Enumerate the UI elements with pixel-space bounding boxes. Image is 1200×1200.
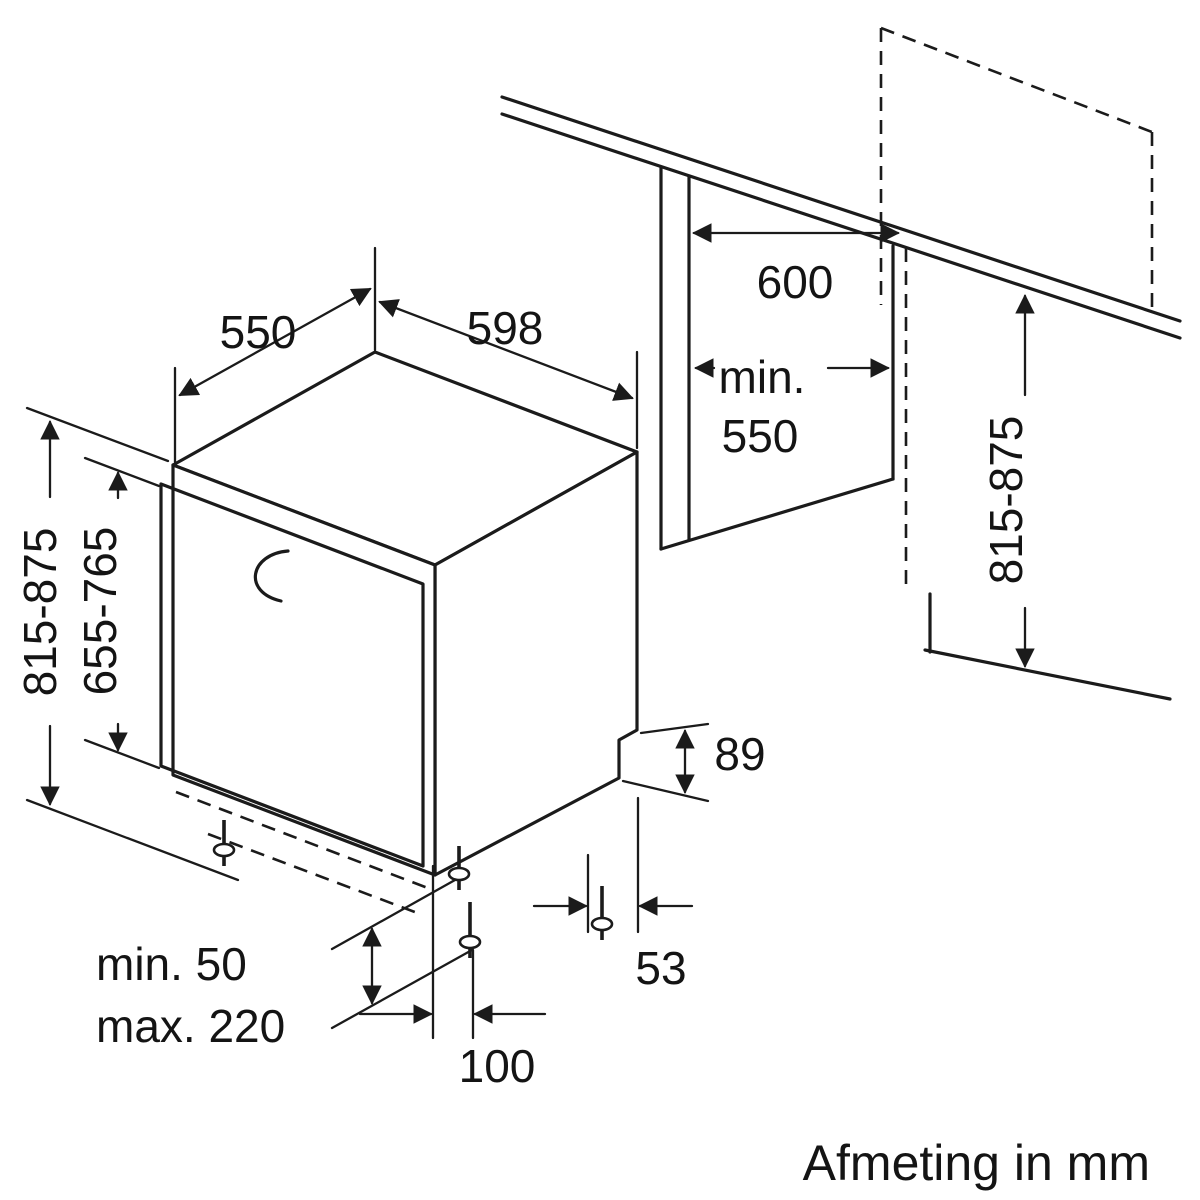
dim-label-niche-width: 600: [757, 256, 834, 308]
dim-label-appliance-height: 815-875: [14, 528, 66, 697]
dim-label-top-width: 598: [467, 302, 544, 354]
dim-arrow-top-width: [378, 299, 634, 401]
niche-drawing: [500, 26, 1182, 701]
ext-line: [83, 738, 161, 770]
foot-front-center: [458, 902, 482, 958]
ext-line: [621, 779, 710, 803]
diagram-caption: Afmeting in mm: [803, 1135, 1150, 1191]
plinth-dashed-line-2: [207, 832, 421, 916]
door-panel-outline: [159, 482, 425, 868]
cabinet-dashed-top-edge: [880, 26, 1153, 134]
dim-label-door-height: 655-765: [74, 527, 126, 696]
dishwasher-drawing: [159, 350, 639, 958]
dim-label-plinth-min: min. 50: [96, 938, 247, 990]
dim-arrow-top-depth: [178, 287, 372, 397]
dimension-annotations: 550 598 600 min. 550 815-875 815-875 655…: [14, 223, 1035, 1092]
ext-line: [639, 722, 710, 735]
foot-disc: [447, 866, 471, 882]
dim-label-plinth-max: max. 220: [96, 1000, 285, 1052]
foot-disc: [212, 842, 236, 858]
dim-label-niche-height: 815-875: [980, 416, 1032, 585]
ext-line: [25, 798, 240, 882]
ext-line: [25, 406, 170, 463]
foot-disc: [458, 934, 482, 950]
dim-label-foot-offset: 100: [459, 1040, 536, 1092]
ext-line: [330, 878, 457, 951]
foot-disc: [590, 916, 614, 932]
dim-label-recess-depth: 53: [635, 942, 686, 994]
ext-line: [83, 456, 161, 488]
dim-label-niche-depth-value: 550: [722, 410, 799, 462]
dim-label-niche-depth-prefix: min.: [719, 351, 806, 403]
countertop-top-edge: [500, 95, 1182, 323]
countertop-bottom-edge: [500, 112, 1182, 340]
floor-line-right: [923, 648, 1172, 701]
niche-floor-edge: [659, 477, 895, 551]
dishwasher-front-face: [171, 463, 437, 877]
dim-label-top-depth: 550: [220, 306, 297, 358]
foot-rear-right: [590, 886, 614, 940]
door-handle: [253, 549, 290, 603]
dim-label-recess-height: 89: [714, 728, 765, 780]
foot-front-right: [447, 846, 471, 890]
foot-front-left: [212, 820, 236, 866]
ext-line: [330, 948, 474, 1030]
